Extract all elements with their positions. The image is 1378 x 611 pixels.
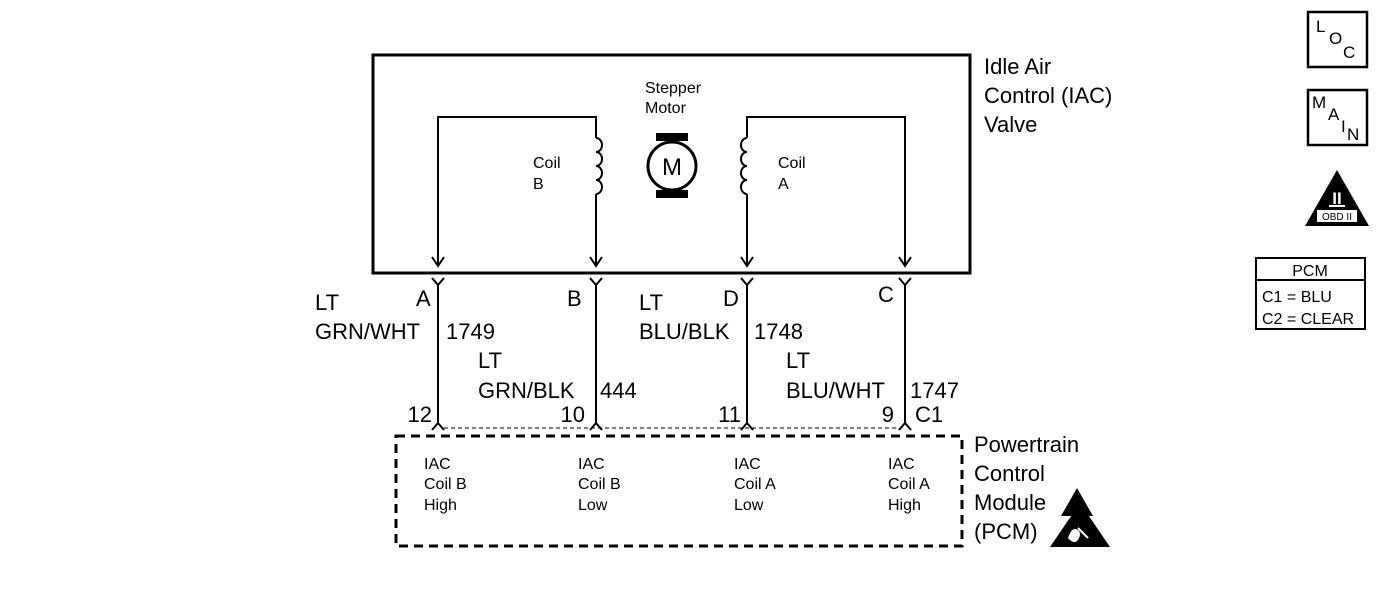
pcm-title-line-1: Powertrain (974, 432, 1079, 457)
loc-icon: L O C (1306, 10, 1369, 69)
svg-text:L: L (1316, 17, 1325, 36)
wire-1749-color-line-1: LT (315, 290, 339, 315)
terminal-arrows (431, 256, 912, 268)
obd-ii-icon: II OBD II (1305, 170, 1369, 226)
svg-text:O: O (1329, 29, 1342, 48)
svg-text:OBD II: OBD II (1322, 212, 1352, 223)
pcm-pin-9: 9 (882, 402, 894, 427)
main-icon: M A I N (1306, 88, 1369, 147)
pcm-label-3-line-2: Coil A (734, 476, 776, 493)
wire-1748-circuit-number: 1748 (754, 319, 803, 344)
harness-wires (437, 285, 906, 424)
wire-1747-color-line-1: LT (786, 348, 810, 373)
iac-title-line-2: Control (IAC) (984, 83, 1112, 108)
wire-1749-color-line-2: GRN/WHT (315, 319, 420, 344)
pcm-label-1-line-2: Coil B (424, 476, 467, 493)
wire-444-color-line-2: GRN/BLK (478, 378, 575, 403)
pcm-label-4-line-1: IAC (888, 456, 915, 473)
iac-connector-marks (431, 277, 912, 287)
pcm-label-1-line-1: IAC (424, 456, 451, 473)
pcm-pin-11: 11 (718, 402, 741, 427)
wire-444-circuit-number: 444 (600, 378, 637, 403)
legend-row-c2: C2 = CLEAR (1262, 311, 1354, 328)
coil-b-winding (437, 116, 603, 264)
pcm-connector-marks (431, 421, 912, 431)
pcm-title-line-4: (PCM) (974, 519, 1038, 544)
pcm-connector-id: C1 (915, 402, 943, 427)
motor-label-line-1: Stepper (645, 80, 702, 97)
pcm-box (394, 434, 964, 548)
terminal-c-label: C (878, 282, 894, 307)
svg-text:II: II (1332, 189, 1341, 208)
terminal-b-label: B (567, 286, 582, 311)
pcm-label-2-line-3: Low (578, 497, 608, 514)
pcm-label-4-line-3: High (888, 497, 921, 514)
motor-symbol: M (662, 154, 682, 181)
coil-a-label-line-2: A (778, 176, 789, 193)
svg-text:A: A (1328, 105, 1340, 124)
coil-b-label-line-2: B (533, 176, 544, 193)
coil-b-label-line-1: Coil (533, 155, 561, 172)
pcm-label-2-line-2: Coil B (578, 476, 621, 493)
svg-text:N: N (1347, 125, 1359, 144)
motor-label-line-2: Motor (645, 100, 687, 117)
svg-text:C: C (1343, 43, 1355, 62)
pcm-label-4-line-2: Coil A (888, 476, 930, 493)
wire-1747-circuit-number: 1747 (910, 378, 959, 403)
pcm-label-1-line-3: High (424, 497, 457, 514)
wire-1748-color-line-2: BLU/BLK (639, 319, 730, 344)
svg-text:I: I (1341, 117, 1346, 136)
pcm-label-3-line-1: IAC (734, 456, 761, 473)
coil-a-label-line-1: Coil (778, 155, 806, 172)
iac-title-line-1: Idle Air (984, 54, 1051, 79)
pcm-pin-12: 12 (408, 402, 432, 427)
terminal-d-label: D (723, 286, 739, 311)
pcm-pin-10: 10 (561, 402, 585, 427)
pcm-title-line-2: Control (974, 461, 1045, 486)
wire-1749-circuit-number: 1749 (446, 319, 495, 344)
terminal-a-label: A (416, 286, 431, 311)
wire-1747-color-line-2: BLU/WHT (786, 378, 885, 403)
pcm-label-2-line-1: IAC (578, 456, 605, 473)
pcm-title-line-3: Module (974, 490, 1046, 515)
coil-a-winding (740, 116, 906, 264)
esd-warning-icon (1050, 488, 1110, 547)
iac-valve-box (371, 53, 972, 275)
legend-title: PCM (1292, 263, 1328, 280)
wire-444-color-line-1: LT (478, 348, 502, 373)
wire-1748-color-line-1: LT (639, 290, 663, 315)
svg-text:M: M (1312, 93, 1326, 112)
connector-legend: PCM C1 = BLU C2 = CLEAR (1255, 257, 1366, 330)
pcm-label-3-line-3: Low (734, 497, 764, 514)
stepper-motor-icon: M (646, 133, 698, 198)
legend-row-c1: C1 = BLU (1262, 289, 1332, 306)
iac-title-line-3: Valve (984, 112, 1037, 137)
